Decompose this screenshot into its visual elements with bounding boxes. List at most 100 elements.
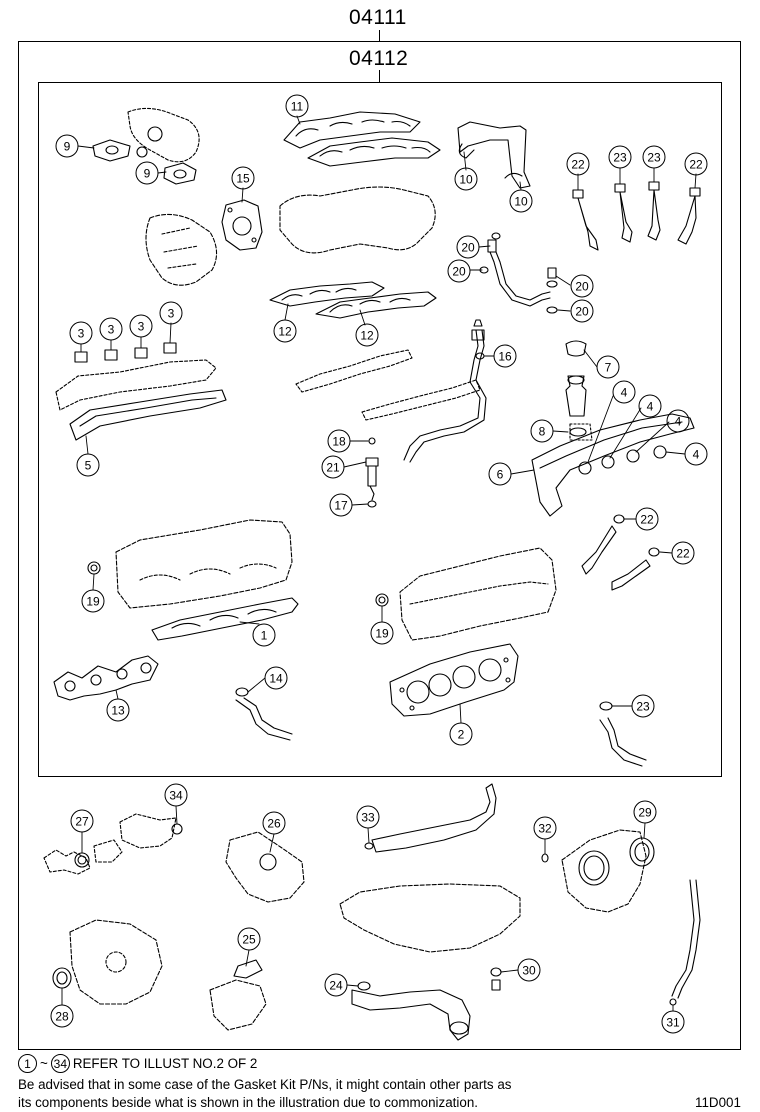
- svg-text:12: 12: [278, 325, 292, 339]
- callout-14: 14: [264, 666, 288, 690]
- svg-text:27: 27: [75, 815, 89, 829]
- svg-text:8: 8: [539, 425, 546, 439]
- callout-3-c: 3: [129, 314, 153, 338]
- callout-23-a: 23: [608, 145, 632, 169]
- svg-text:23: 23: [636, 700, 650, 714]
- ref-end-callout: 34: [50, 1054, 70, 1073]
- inner-kit-frame: [38, 82, 722, 777]
- svg-text:11: 11: [291, 100, 304, 114]
- svg-text:28: 28: [55, 1010, 69, 1024]
- callout-15: 15: [231, 166, 255, 190]
- svg-text:14: 14: [269, 672, 283, 686]
- svg-text:21: 21: [326, 461, 340, 475]
- callout-21: 21: [321, 455, 345, 479]
- svg-text:10: 10: [514, 195, 528, 209]
- svg-text:16: 16: [498, 350, 512, 364]
- callout-20-c: 20: [570, 274, 594, 298]
- callout-31: 31: [661, 1010, 685, 1034]
- svg-text:20: 20: [575, 280, 589, 294]
- callout-20-b: 20: [447, 259, 471, 283]
- svg-text:5: 5: [85, 459, 92, 473]
- callout-4-a: 4: [612, 380, 636, 404]
- callout-4-b: 4: [638, 394, 662, 418]
- callout-10-b: 10: [509, 189, 533, 213]
- commonization-note-line-2: its components beside what is shown in t…: [18, 1095, 478, 1110]
- svg-text:18: 18: [332, 435, 346, 449]
- callout-29: 29: [633, 800, 657, 824]
- svg-text:30: 30: [522, 964, 536, 978]
- svg-text:25: 25: [242, 933, 256, 947]
- svg-text:9: 9: [144, 167, 151, 181]
- leader-lines: [61, 115, 697, 1012]
- commonization-note-line-1: Be advised that in some case of the Gask…: [18, 1077, 512, 1092]
- svg-text:26: 26: [267, 817, 281, 831]
- callout-33: 33: [356, 805, 380, 829]
- svg-text:19: 19: [375, 627, 389, 641]
- callout-22-d: 22: [671, 541, 695, 565]
- callout-1: 1: [252, 623, 276, 647]
- svg-text:1: 1: [261, 629, 268, 643]
- svg-text:9: 9: [64, 140, 71, 154]
- svg-text:22: 22: [571, 158, 585, 172]
- callout-22-c: 22: [635, 507, 659, 531]
- svg-text:20: 20: [452, 265, 466, 279]
- svg-text:4: 4: [693, 448, 700, 462]
- svg-text:22: 22: [640, 513, 654, 527]
- svg-text:2: 2: [458, 728, 465, 742]
- callout-19-a: 19: [81, 589, 105, 613]
- svg-text:6: 6: [497, 468, 504, 482]
- callout-8: 8: [530, 419, 554, 443]
- outer-kit-frame: [18, 41, 741, 1050]
- callout-25: 25: [237, 927, 261, 951]
- svg-text:24: 24: [329, 979, 343, 993]
- svg-text:10: 10: [459, 173, 473, 187]
- callout-10-a: 10: [454, 167, 478, 191]
- callout-4-d: 4: [684, 442, 708, 466]
- svg-text:32: 32: [538, 822, 552, 836]
- svg-text:22: 22: [676, 547, 690, 561]
- refer-illustration-note: 1 ~ 34 REFER TO ILLUST NO.2 OF 2: [18, 1054, 257, 1073]
- svg-text:13: 13: [111, 704, 125, 718]
- callout-32: 32: [533, 816, 557, 840]
- svg-text:23: 23: [647, 151, 661, 165]
- outer-kit-number: 04111: [349, 6, 407, 29]
- svg-text:23: 23: [613, 151, 627, 165]
- svg-text:4: 4: [647, 400, 654, 414]
- svg-text:3: 3: [108, 323, 115, 337]
- callout-20-a: 20: [456, 235, 480, 259]
- callout-17: 17: [329, 493, 353, 517]
- ref-start-callout: 1: [18, 1054, 37, 1073]
- svg-text:20: 20: [461, 241, 475, 255]
- callout-3-b: 3: [99, 317, 123, 341]
- svg-text:31: 31: [666, 1016, 680, 1030]
- svg-text:33: 33: [361, 811, 375, 825]
- callout-19-b: 19: [370, 621, 394, 645]
- callout-2: 2: [449, 722, 473, 746]
- callout-30: 30: [517, 958, 541, 982]
- callout-12-b: 12: [355, 323, 379, 347]
- svg-text:4: 4: [675, 415, 682, 429]
- callout-26: 26: [262, 811, 286, 835]
- callout-bubbles: 9 9 11 10 10 22 23 23 22 15 20 20 20 20 …: [50, 94, 708, 1034]
- callout-23-b: 23: [642, 145, 666, 169]
- callout-28: 28: [50, 1004, 74, 1028]
- callout-20-d: 20: [570, 299, 594, 323]
- callout-3-d: 3: [159, 301, 183, 325]
- svg-text:4: 4: [621, 386, 628, 400]
- callout-24: 24: [324, 973, 348, 997]
- callout-3-a: 3: [69, 321, 93, 345]
- svg-text:20: 20: [575, 305, 589, 319]
- svg-text:3: 3: [138, 320, 145, 334]
- callout-6: 6: [488, 462, 512, 486]
- outer-kit-leader: [379, 30, 380, 42]
- ref-text: REFER TO ILLUST NO.2 OF 2: [72, 1056, 258, 1071]
- svg-text:7: 7: [605, 361, 612, 375]
- svg-text:3: 3: [78, 327, 85, 341]
- svg-text:15: 15: [236, 172, 250, 186]
- svg-text:12: 12: [360, 329, 374, 343]
- svg-text:29: 29: [638, 806, 652, 820]
- svg-text:19: 19: [86, 595, 100, 609]
- part-drawings: [43, 107, 701, 1041]
- figure-code: 11D001: [695, 1095, 741, 1110]
